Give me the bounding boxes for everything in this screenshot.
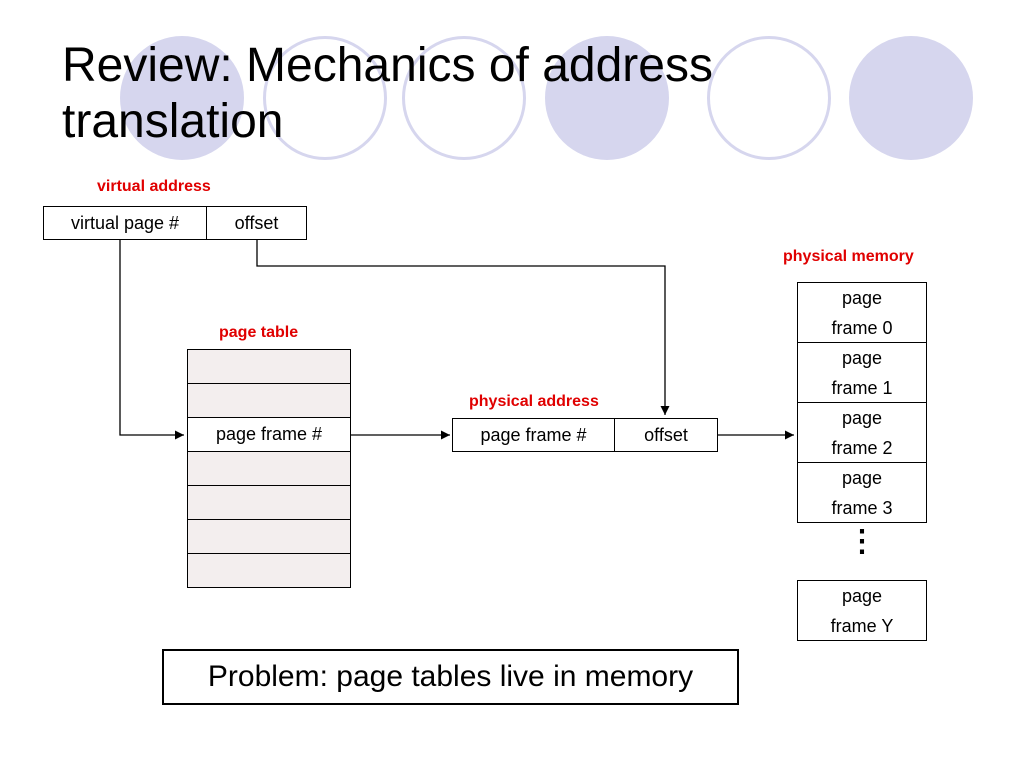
slide-title: Review: Mechanics of address translation: [62, 39, 713, 148]
physical-page-frame-field: page frame #: [480, 424, 587, 445]
page-table-label: page table: [219, 324, 299, 341]
decor-circle-2: [263, 36, 387, 160]
page-frame-line2: frame 3: [831, 497, 893, 518]
decor-circle-4: [545, 36, 669, 160]
page-frame-line1: page: [841, 347, 883, 368]
page-frame-line2: frame 0: [831, 317, 893, 338]
vertical-ellipsis: ⋮: [847, 525, 877, 558]
physical-address-label: physical address: [469, 393, 599, 410]
field-divider: [614, 419, 615, 451]
page-frame-y: page frame Y: [797, 580, 927, 641]
decor-circle-6: [849, 36, 973, 160]
page-frame-line2: frame Y: [830, 615, 894, 636]
page-frame-line2: frame 2: [831, 437, 893, 458]
problem-statement: Problem: page tables live in memory: [162, 649, 739, 705]
page-table-row-page-frame: page frame #: [187, 417, 351, 452]
virtual-page-number-field: virtual page #: [70, 212, 180, 233]
page-frame-line1: page: [841, 467, 883, 488]
page-frame-line1: page: [841, 287, 883, 308]
physical-memory-label: physical memory: [783, 248, 914, 265]
page-frame-2: page frame 2: [797, 402, 927, 463]
decor-circle-1: [120, 36, 244, 160]
physical-address-box: page frame # offset: [452, 418, 718, 452]
virtual-address-label: virtual address: [97, 178, 211, 195]
page-frame-1: page frame 1: [797, 342, 927, 403]
page-table-row: [187, 451, 351, 486]
page-frame-line2: frame 1: [831, 377, 893, 398]
page-table-row: [187, 383, 351, 418]
virtual-address-box: virtual page # offset: [43, 206, 307, 240]
virtual-offset-field: offset: [234, 212, 279, 233]
page-frame-line1: page: [841, 585, 883, 606]
field-divider: [206, 207, 207, 239]
page-frame-line1: page: [841, 407, 883, 428]
decor-circle-5: [707, 36, 831, 160]
arrow-vpn-to-page-table: [119, 240, 184, 440]
page-table-row: [187, 485, 351, 520]
page-table-row: [187, 349, 351, 384]
page-table-row: [187, 553, 351, 588]
arrow-offset-to-physical-address: [256, 240, 670, 415]
physical-offset-field: offset: [644, 424, 688, 445]
page-table-row: [187, 519, 351, 554]
page-frame-0: page frame 0: [797, 282, 927, 343]
page-frame-3: page frame 3: [797, 462, 927, 523]
decor-circle-3: [402, 36, 526, 160]
